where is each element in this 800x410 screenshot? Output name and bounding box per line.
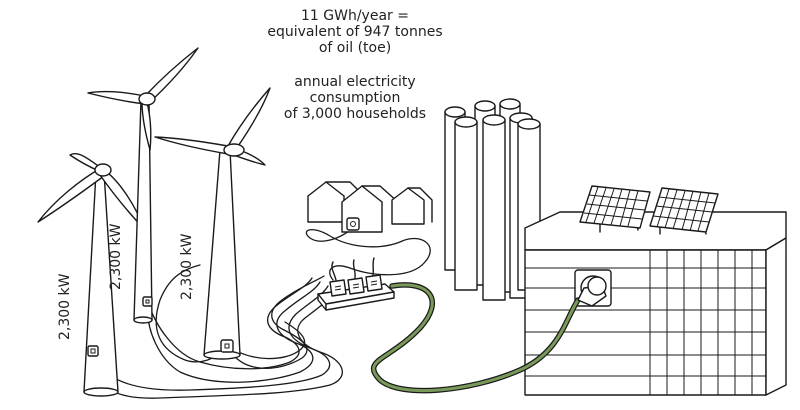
turbine-1-socket <box>87 345 99 357</box>
house-3-icon <box>391 187 425 225</box>
house-socket-icon <box>346 217 360 231</box>
energy-line-2: equivalent of 947 tonnes <box>267 24 442 40</box>
turbine-1-hub <box>94 163 112 177</box>
energy-line-1: 11 GWh/year = <box>301 8 409 24</box>
solar-panel-2-icon <box>649 187 719 235</box>
energy-line-3: of oil (toe) <box>319 40 391 56</box>
houses <box>307 181 433 233</box>
power-strip-icon <box>317 257 395 311</box>
plug-icon <box>577 276 607 307</box>
wind-turbine-2 <box>87 47 199 324</box>
strip-plug-3-icon <box>365 257 383 292</box>
turbine-2-socket <box>142 296 153 307</box>
factory-icon <box>524 211 787 396</box>
turbine-3-socket <box>220 339 234 353</box>
turbine-3-power-label: 2,300 kW <box>179 233 195 300</box>
house-1-icon <box>307 181 345 223</box>
turbine-2-blade-c <box>141 95 152 151</box>
house-cable <box>305 225 431 281</box>
factory-front <box>524 249 767 396</box>
green-cable <box>372 283 580 393</box>
turbine-3-tower <box>203 149 241 356</box>
consumption-line-3: of 3,000 households <box>284 106 426 122</box>
turbine-2-power-label: 2,300 kW <box>108 223 124 290</box>
consumption-line-2: consumption <box>310 90 401 106</box>
consumption-line-1: annual electricity <box>294 74 415 90</box>
turbine-3-hub <box>223 143 245 157</box>
turbine-3-blade-a <box>227 87 271 153</box>
turbine-2-blade-a <box>144 47 199 103</box>
turbine-1-power-label: 2,300 kW <box>57 273 73 340</box>
solar-panel-1-icon <box>579 185 651 233</box>
consumption-annotation: annual electricity consumption of 3,000 … <box>284 74 426 122</box>
turbine-2-blade-b <box>87 90 146 105</box>
factory-side <box>765 237 787 396</box>
wind-turbine-1 <box>37 153 146 397</box>
turbine-3-blade-b <box>154 136 229 155</box>
wind-turbine-3 <box>154 87 271 360</box>
energy-annotation: 11 GWh/year = equivalent of 947 tonnes o… <box>267 8 442 56</box>
turbine-1-blade-a <box>37 167 105 223</box>
strip-plug-1-icon <box>329 261 347 297</box>
strip-plug-2-icon <box>347 259 365 295</box>
silos <box>444 98 541 301</box>
turbine-cables <box>93 264 343 399</box>
turbine-2-hub <box>138 92 156 106</box>
